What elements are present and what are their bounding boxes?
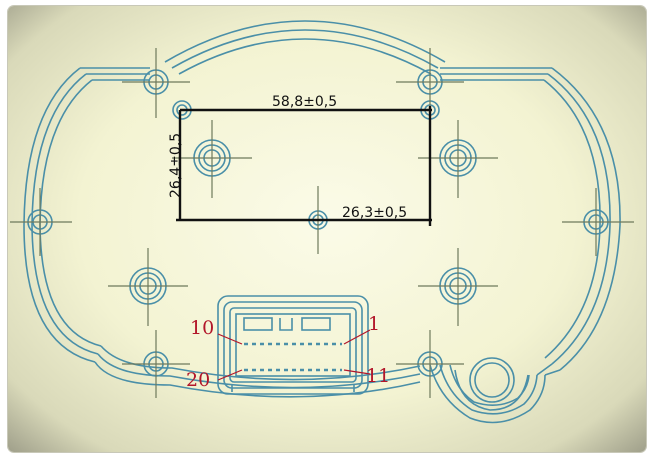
pin-label-11: 11 (366, 365, 390, 387)
pin-label-20: 20 (186, 369, 210, 391)
connector-leaders (217, 329, 371, 381)
pin-label-1: 1 (368, 313, 380, 335)
height-dimension: 26,4±0,5 (168, 133, 184, 198)
connector (217, 295, 369, 395)
offset-dimension: 26,3±0,5 (342, 205, 407, 221)
pin-label-10: 10 (190, 317, 214, 339)
width-dimension: 58,8±0,5 (272, 94, 337, 110)
dimension-lines (176, 106, 432, 226)
housing-outline (23, 20, 621, 424)
